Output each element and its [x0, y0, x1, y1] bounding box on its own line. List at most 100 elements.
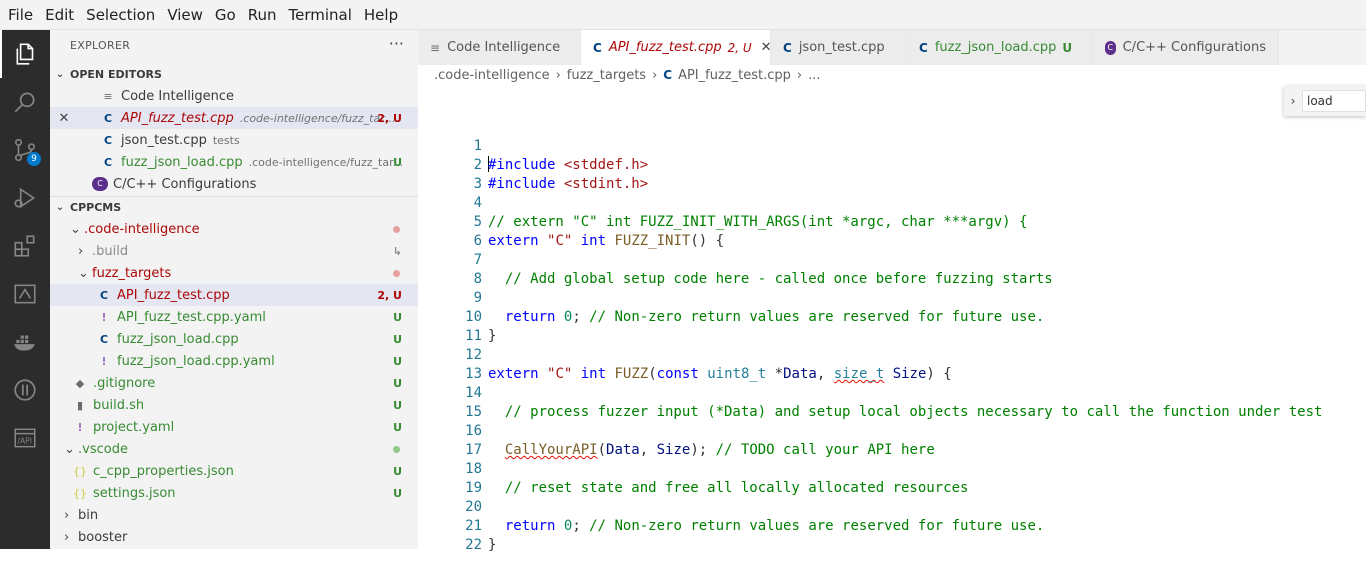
menu-view[interactable]: View	[167, 5, 203, 24]
line-number: 8	[473, 271, 482, 287]
code-line: 2 #include <stdint.h>	[418, 137, 1366, 192]
folder-item[interactable]: ⌄.code-intelligence	[50, 218, 418, 240]
file-item[interactable]: ◆ .gitignore U	[50, 372, 418, 394]
tab-fuzz-json-load[interactable]: C fuzz_json_load.cpp U	[907, 30, 1093, 65]
source-control-icon[interactable]: 9	[0, 126, 50, 174]
chevron-right-icon: ›	[555, 67, 561, 83]
tree-item-label: .gitignore	[93, 375, 156, 391]
tab-label: Code Intelligence	[447, 40, 561, 55]
file-type-icon: {}	[73, 486, 87, 500]
run-debug-icon[interactable]	[0, 174, 50, 222]
open-editor-item[interactable]: C fuzz_json_load.cpp .code-intelligence/…	[50, 151, 418, 173]
menu-edit[interactable]: Edit	[45, 5, 75, 24]
modified-dot	[393, 269, 400, 277]
menu-terminal[interactable]: Terminal	[288, 5, 352, 24]
tree-item-label: .build	[92, 243, 129, 259]
code-line: 10 }	[418, 289, 1366, 344]
more-actions-icon[interactable]: ···	[388, 34, 404, 53]
toggle-replace-icon[interactable]: ›	[1290, 94, 1296, 108]
breadcrumb-item[interactable]: fuzz_targets	[566, 67, 647, 83]
folder-header[interactable]: ⌄ CPPCMS	[50, 196, 418, 218]
code-text: }	[488, 537, 497, 553]
open-editor-name: json_test.cpp	[121, 132, 207, 148]
tree-item-label: .code-intelligence	[84, 221, 200, 237]
tab-cpp-configurations[interactable]: C C/C++ Configurations	[1093, 30, 1279, 65]
code-text: // process fuzzer input (*Data) and setu…	[488, 404, 1323, 420]
status-badge: 2, U	[377, 111, 402, 125]
tab-label: fuzz_json_load.cpp	[934, 40, 1057, 55]
breadcrumb: .code-intelligence › fuzz_targets › C AP…	[434, 66, 820, 84]
breadcrumb-item[interactable]: ...	[808, 67, 821, 83]
line-number: 1	[473, 138, 482, 154]
code-text: }	[488, 328, 497, 344]
file-type-icon: !	[101, 354, 107, 368]
tab-code-intelligence[interactable]: ≡ Code Intelligence	[418, 30, 581, 65]
docker-icon[interactable]	[0, 318, 50, 366]
line-number: 9	[473, 290, 482, 306]
svg-text:/API: /API	[17, 436, 32, 445]
open-editor-item[interactable]: C C/C++ Configurations	[50, 173, 418, 195]
line-number: 20	[465, 499, 482, 515]
tree-item-label: API_fuzz_test.cpp.yaml	[117, 309, 266, 325]
status-badge: U	[393, 354, 402, 368]
menu-run[interactable]: Run	[247, 5, 277, 24]
status-badge: 2, U	[377, 288, 402, 302]
menu-selection[interactable]: Selection	[86, 5, 156, 24]
tab-status: 2, U	[727, 40, 752, 55]
activity-bar: 9 /API	[0, 30, 50, 549]
tab-json-test[interactable]: C json_test.cpp	[771, 30, 907, 65]
folder-item[interactable]: ⌄.vscode	[50, 438, 418, 460]
code-line: 17	[418, 422, 1366, 458]
close-icon[interactable]: ✕	[760, 40, 772, 55]
remote-explorer-icon[interactable]	[0, 270, 50, 318]
menu-bar: File Edit Selection View Go Run Terminal Help	[0, 0, 1366, 30]
open-editors-header[interactable]: ⌄ OPEN EDITORS	[50, 63, 418, 85]
file-type-icon: ◆	[75, 376, 85, 390]
close-icon[interactable]: ✕	[58, 110, 70, 126]
explorer-icon[interactable]	[0, 30, 50, 78]
find-input[interactable]: load	[1302, 90, 1366, 112]
cpp-file-icon: C	[103, 111, 113, 125]
code-line: 16 CallYourAPI(Data, Size); // TODO call…	[418, 403, 1366, 458]
open-editor-item[interactable]: ≡ Code Intelligence	[50, 85, 418, 107]
status-badge: U	[393, 376, 402, 390]
tree-item-label: .vscode	[78, 441, 128, 457]
breadcrumb-item[interactable]: .code-intelligence	[434, 67, 550, 83]
code-line: 18 // reset state and free all locally a…	[418, 441, 1366, 496]
tab-api-fuzz-test[interactable]: C API_fuzz_test.cpp 2, U ✕	[581, 30, 772, 65]
open-editor-item[interactable]: C json_test.cpp tests	[50, 129, 418, 151]
line-number: 3	[473, 176, 482, 192]
folder-item[interactable]: ⌄fuzz_targets	[50, 262, 418, 284]
tree-item-label: build.sh	[93, 397, 145, 413]
file-type-icon: !	[77, 420, 83, 434]
tab-label: API_fuzz_test.cpp	[608, 40, 722, 55]
file-type-icon: {}	[73, 464, 87, 478]
breadcrumb-item[interactable]: API_fuzz_test.cpp	[678, 67, 791, 83]
text-cursor	[488, 156, 489, 172]
menu-help[interactable]: Help	[363, 5, 399, 24]
open-editor-item-active[interactable]: ✕ C API_fuzz_test.cpp .code-intelligence…	[50, 107, 418, 129]
extensions-icon[interactable]	[0, 222, 50, 270]
folder-item[interactable]: ›.build↳	[50, 240, 418, 262]
menu-file[interactable]: File	[8, 5, 34, 24]
chevron-down-icon: ⌄	[55, 68, 65, 80]
code-intelligence-icon[interactable]	[0, 366, 50, 414]
api-icon[interactable]: /API	[0, 414, 50, 462]
search-icon[interactable]	[0, 78, 50, 126]
folder-item[interactable]: ›booster	[50, 526, 418, 548]
tab-label: C/C++ Configurations	[1122, 40, 1266, 55]
code-line: 8	[418, 251, 1366, 287]
explorer-sidebar: EXPLORER ··· ⌄ OPEN EDITORS ≡ Code Intel…	[50, 30, 418, 549]
status-badge: U	[393, 420, 402, 434]
folder-item[interactable]: ›bin	[50, 504, 418, 526]
menu-go[interactable]: Go	[214, 5, 236, 24]
code-line: 9 return 0; // Non-zero return values ar…	[418, 270, 1366, 325]
